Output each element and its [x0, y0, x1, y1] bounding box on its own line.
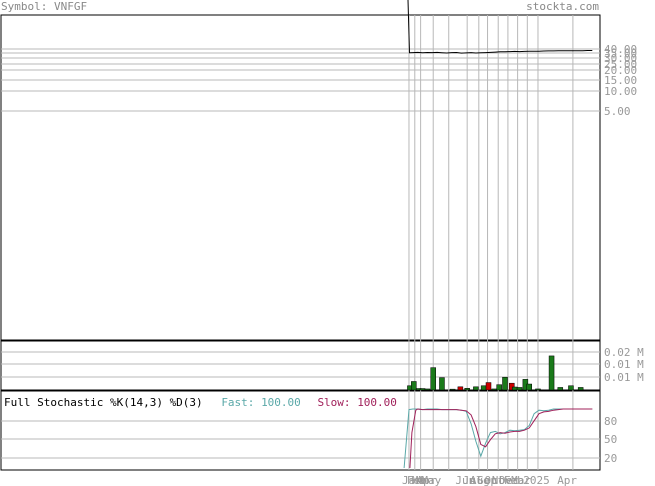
volume-bar [502, 376, 508, 391]
stochastic-title: Full Stochastic %K(14,3) %D(3) [4, 396, 203, 409]
x-tick-label: 2025 [523, 474, 550, 486]
x-tick-label: Apr [417, 474, 437, 486]
x-tick-label: Jan [402, 474, 422, 486]
x-tick-label: Mar [511, 474, 531, 486]
symbol-label: Symbol: VNFGF [1, 0, 88, 13]
stochastic-tick-label: 80 [604, 415, 617, 428]
x-tick-label: Aug [470, 474, 490, 486]
slow-label: Slow: [317, 396, 351, 409]
x-tick-label: Nov [492, 474, 512, 486]
volume-bar [526, 383, 532, 391]
price-tick-label: 5.00 [604, 105, 631, 118]
volume-bar [449, 388, 456, 391]
slow-line [409, 408, 593, 469]
volume-bar [535, 388, 541, 391]
price-tick-label: 20.00 [604, 64, 637, 77]
stochastic-tick-label: 20 [604, 452, 617, 465]
stochastic-legend: Full Stochastic %K(14,3) %D(3) Fast: 100… [4, 396, 397, 409]
volume-bar [509, 382, 515, 391]
stochastic-tick-label: 50 [604, 433, 617, 446]
x-tick-label: Sep [477, 474, 497, 486]
volume-bar [439, 377, 445, 391]
price-tick-label: 10.00 [604, 85, 637, 98]
volume-panel-frame [0, 340, 601, 391]
volume-bar [511, 386, 518, 391]
volume-tick-label: 0.02 M [604, 346, 644, 359]
x-tick-label: Jul [463, 474, 483, 486]
volume-tick-label: 0.01 M [604, 358, 644, 371]
slow-value: 100.00 [357, 396, 397, 409]
price-line [407, 0, 593, 54]
volume-bar [548, 355, 555, 391]
price-tick-label: 30.00 [604, 52, 637, 65]
volume-bar [457, 386, 464, 391]
x-tick-label: Feb [504, 474, 524, 486]
x-tick-label: Feb [407, 474, 427, 486]
volume-bar [516, 387, 523, 391]
x-tick-label: Oct [484, 474, 504, 486]
volume-bar [419, 388, 426, 391]
volume-bar [430, 367, 436, 391]
site-name[interactable]: stockta.com [526, 0, 599, 13]
volume-bar [464, 388, 470, 391]
volume-bar [473, 386, 479, 391]
stochastic-panel-frame [0, 390, 601, 471]
price-panel-frame [0, 14, 601, 341]
volume-bar [485, 382, 492, 391]
price-tick-label: 35.00 [604, 47, 637, 60]
x-tick-label: Mar [412, 474, 432, 486]
volume-tick-label: 0.01 M [604, 371, 644, 384]
price-tick-label: 25.00 [604, 58, 637, 71]
volume-bar [577, 387, 584, 391]
x-tick-label: Dec [499, 474, 519, 486]
x-tick-label: Apr [557, 474, 577, 486]
volume-bar [424, 388, 431, 391]
fast-label: Fast: [221, 396, 255, 409]
x-tick-label: May [421, 474, 441, 486]
price-tick-label: 40.00 [604, 43, 637, 56]
volume-bar [496, 384, 502, 391]
volume-bar [411, 381, 417, 391]
price-tick-label: 15.00 [604, 74, 637, 87]
volume-bar [491, 388, 498, 391]
fast-value: 100.00 [261, 396, 301, 409]
volume-bar [557, 387, 564, 391]
volume-bar [480, 385, 487, 391]
x-tick-label: Jun [455, 474, 475, 486]
volume-bar [568, 385, 574, 391]
